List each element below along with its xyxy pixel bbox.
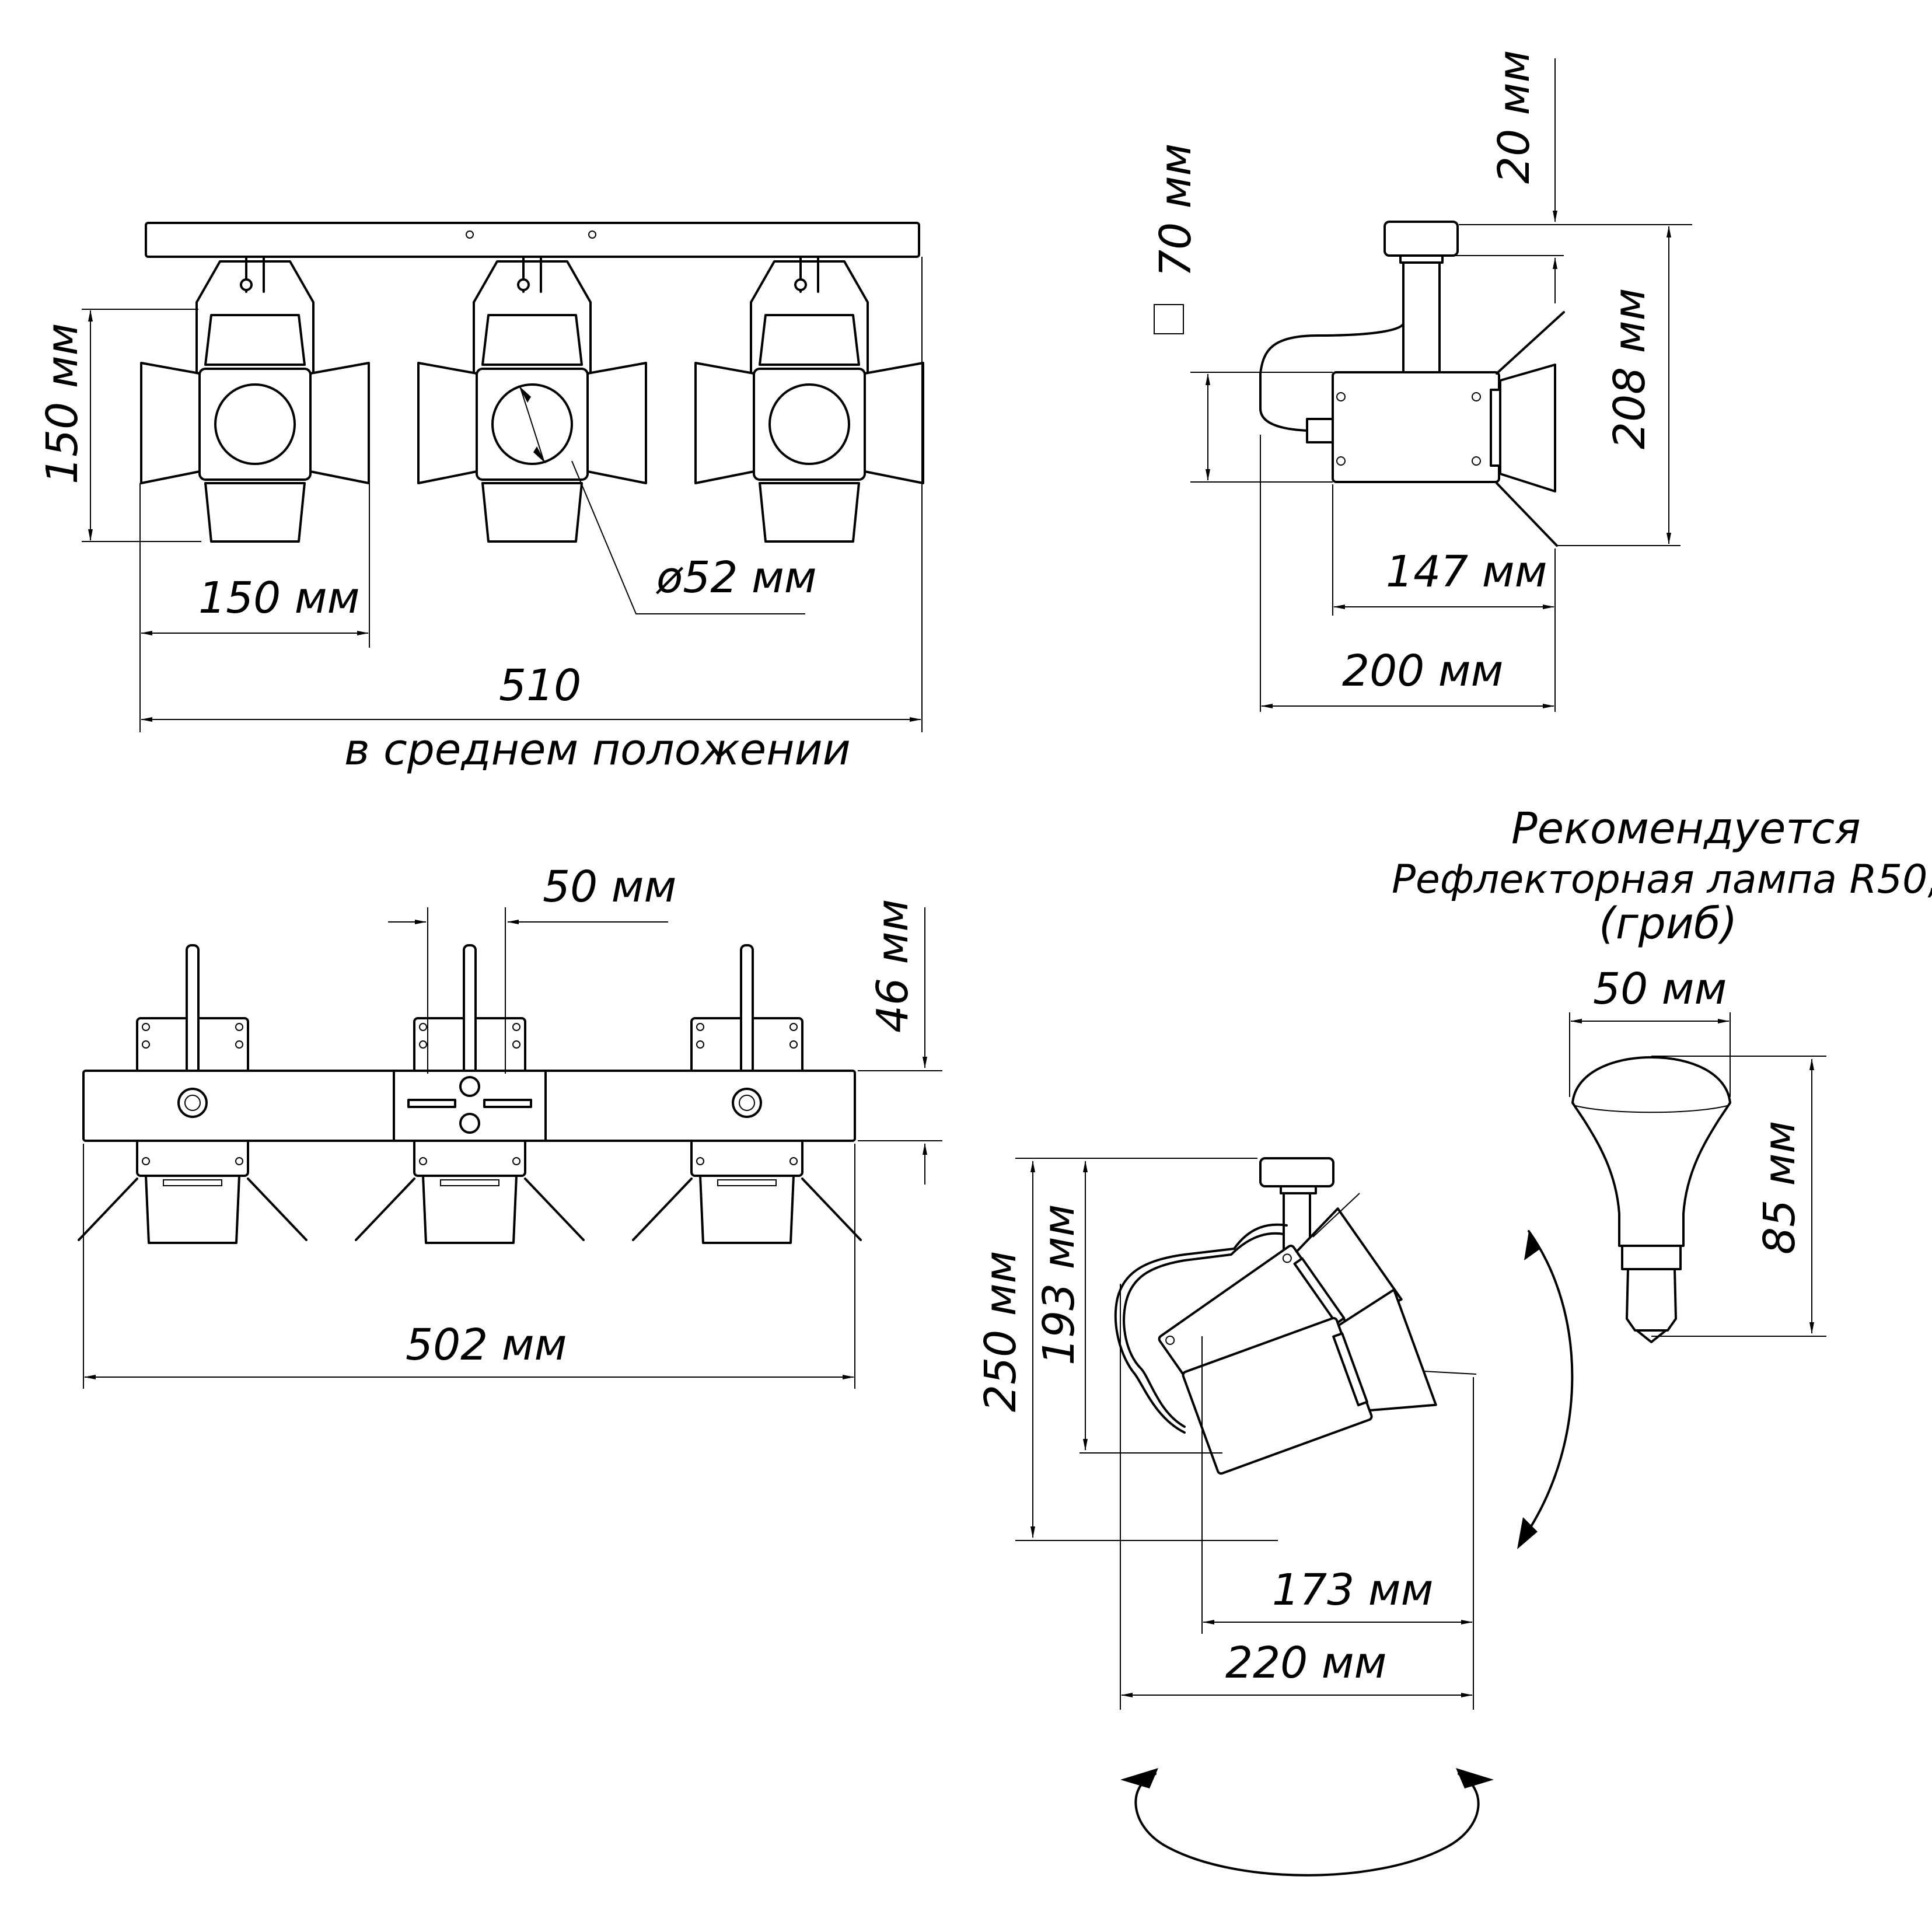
spotlight-right bbox=[694, 256, 924, 543]
tilted-width-outer-label: 220 мм bbox=[1225, 1638, 1386, 1688]
bulb-line-3: (гриб) bbox=[1599, 899, 1737, 949]
side-top-label: 20 мм bbox=[1489, 50, 1539, 184]
front-height-label: 150 мм bbox=[37, 323, 88, 484]
bulb-line-1: Рекомендуется bbox=[1511, 803, 1861, 854]
side-height-label: 208 мм bbox=[1605, 288, 1655, 449]
bulb-diameter-label: 50 мм bbox=[1593, 964, 1727, 1014]
spotlight-center bbox=[417, 256, 647, 543]
reflector-bulb bbox=[1569, 1012, 1826, 1343]
front-diameter-label: ø52 мм bbox=[655, 553, 817, 603]
side-depth-label: 147 мм bbox=[1386, 547, 1547, 597]
spotlight-left bbox=[140, 256, 370, 543]
front-width-label: 150 мм bbox=[198, 573, 359, 623]
side-base-label: 70 мм bbox=[1151, 144, 1201, 277]
plan-view bbox=[78, 907, 942, 1389]
front-length-label: 510 bbox=[499, 661, 581, 711]
bulb-height-label: 85 мм bbox=[1755, 1121, 1805, 1255]
side-width-label: 200 мм bbox=[1342, 646, 1503, 696]
tilted-width-inner-label: 173 мм bbox=[1272, 1565, 1433, 1615]
front-view bbox=[82, 222, 924, 732]
plan-spacing-label: 50 мм bbox=[543, 862, 676, 912]
tilted-height-pivot-label: 193 мм bbox=[1034, 1204, 1084, 1365]
plan-thickness-label: 46 мм bbox=[868, 899, 918, 1033]
tilted-view bbox=[1015, 1157, 1574, 1877]
tilted-height-total-label: 250 мм bbox=[976, 1251, 1026, 1412]
plan-length-label: 502 мм bbox=[406, 1320, 567, 1370]
front-length-note: в среднем положении bbox=[344, 725, 851, 775]
side-view bbox=[1154, 58, 1692, 712]
bulb-line-2: Рефлекторная лампа R50, E14 bbox=[1392, 857, 1932, 903]
